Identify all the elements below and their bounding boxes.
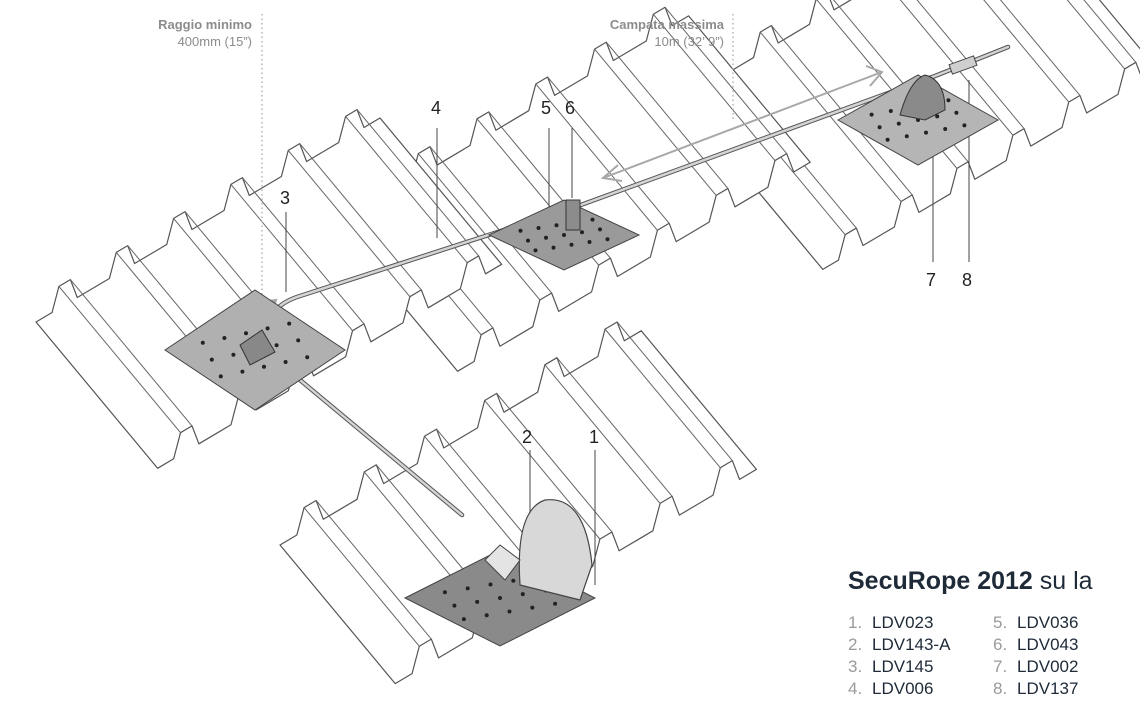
list-item: 6.LDV043 [993, 635, 1079, 654]
heading-strong: SecuRope 2012 [848, 567, 1033, 595]
list-item: 1.LDV023 [848, 613, 934, 632]
list-item: 3.LDV145 [848, 657, 934, 676]
list-item: 8.LDV137 [993, 679, 1079, 698]
list-item: 4.LDV006 [848, 679, 934, 698]
tensioner-post [899, 74, 946, 121]
callout-4: 4 [431, 98, 442, 118]
callout-1: 1 [589, 427, 600, 447]
max-span-arrow [600, 65, 884, 182]
list-item: 5.LDV036 [993, 613, 1079, 632]
min-radius-title: Raggio minimo [158, 17, 252, 32]
max-span-title: Campata massima [609, 17, 724, 32]
intermediate-post [565, 199, 581, 231]
heading-rest: su la [1032, 567, 1093, 595]
max-span-value: 10m (32’ 9”) [654, 34, 724, 49]
callout-6: 6 [565, 98, 576, 118]
corner-post [239, 329, 276, 366]
list-item: 2.LDV143-A [848, 635, 951, 654]
parts-list-col2: 5.LDV036 6.LDV043 7.LDV002 8.LDV137 [993, 612, 1078, 700]
callout-8: 8 [962, 270, 973, 290]
tensioner [948, 55, 978, 75]
callout-2: 2 [522, 427, 533, 447]
product-heading: SecuRope 2012 su la [848, 567, 1093, 596]
callout-5: 5 [541, 98, 552, 118]
callout-3: 3 [280, 188, 291, 208]
min-radius-value: 400mm (15”) [177, 34, 252, 49]
list-item: 7.LDV002 [993, 657, 1079, 676]
energy-absorber-plate [518, 499, 593, 601]
end-post [484, 544, 521, 581]
parts-list-col1: 1.LDV023 2.LDV143-A 3.LDV145 4.LDV006 [848, 612, 950, 700]
intermediate-bracket-base [487, 199, 641, 271]
tensioner-anchor-base [836, 74, 1000, 166]
callout-7: 7 [926, 270, 937, 290]
